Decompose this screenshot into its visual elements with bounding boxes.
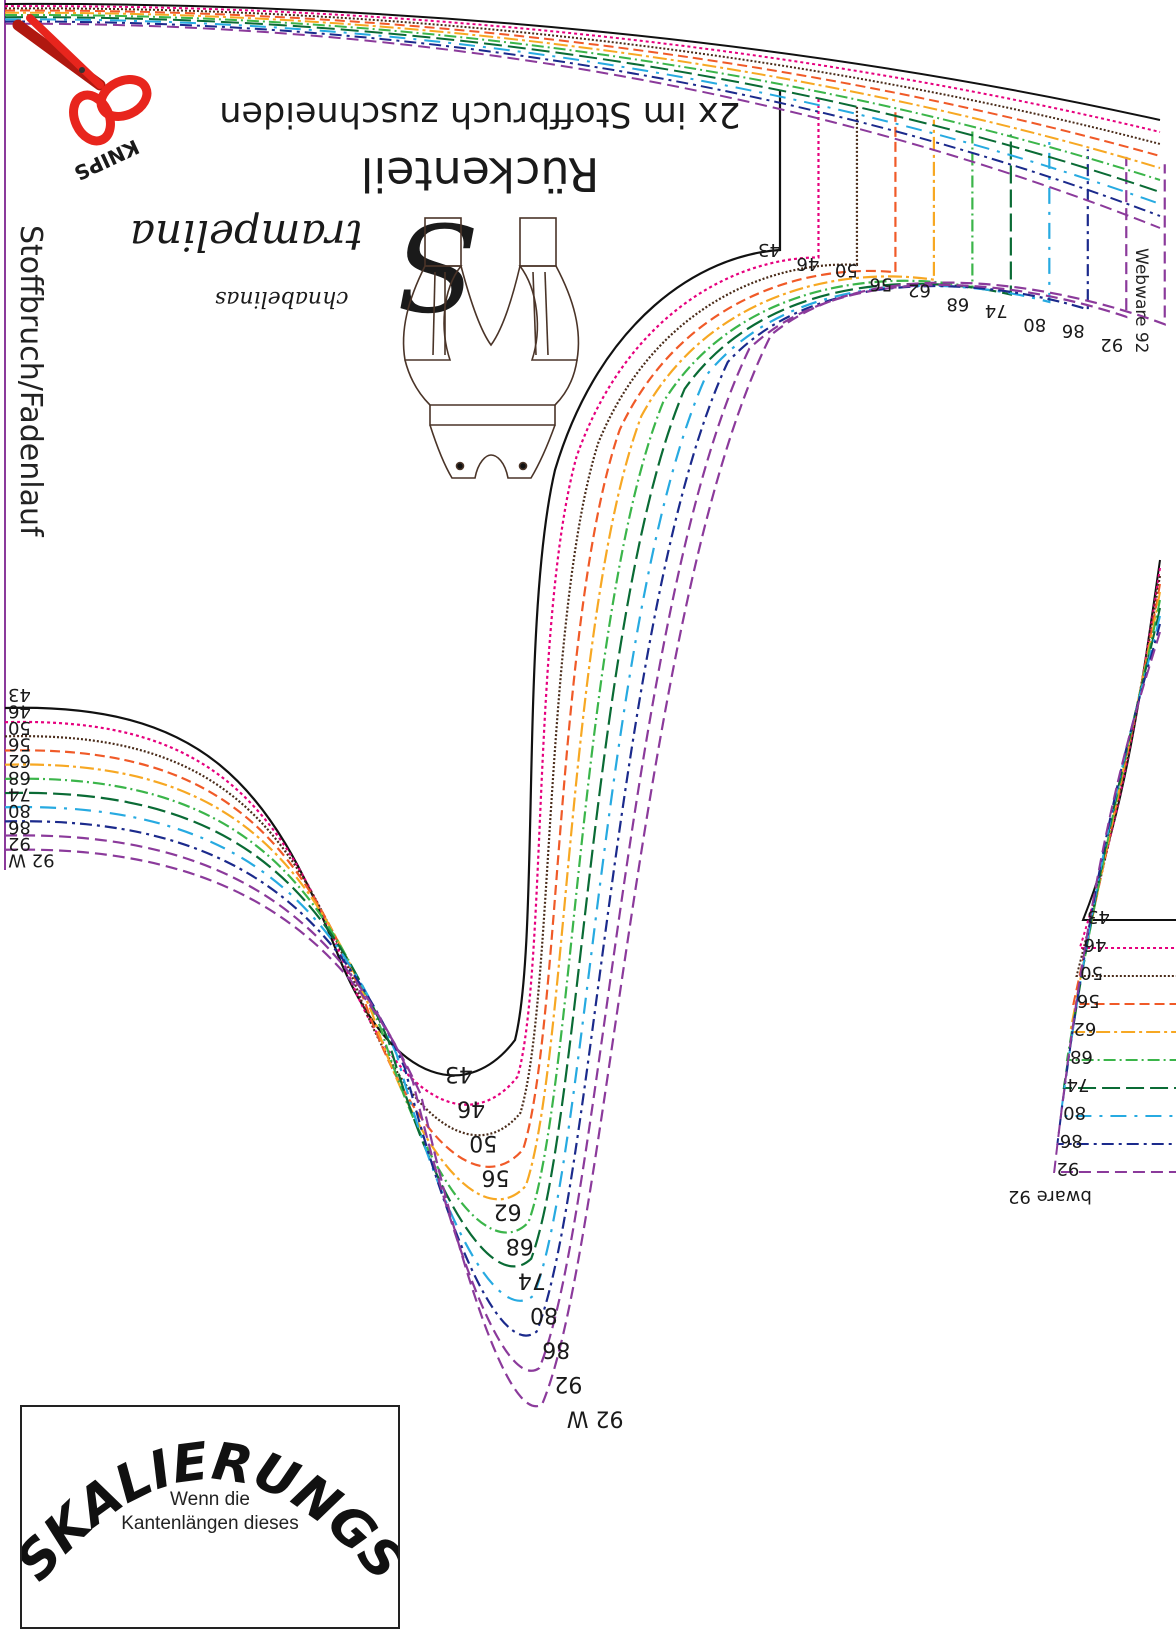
size-contour-92-w <box>4 164 1166 1408</box>
brand-subname: chnabelinas <box>215 286 349 311</box>
shoulder-line <box>4 11 1161 169</box>
left-label-92-w: 92 W <box>8 850 55 871</box>
side-piece-line <box>1062 607 1176 1089</box>
bottom-label-80: 80 <box>530 1302 558 1327</box>
bottom-label-74: 74 <box>518 1268 546 1293</box>
top-label-74: 74 <box>985 300 1008 321</box>
scale-title: SKALIERUNGS <box>22 1432 398 1593</box>
right-label-46: 46 <box>1084 934 1107 955</box>
size-contour-46 <box>4 97 820 1106</box>
shoulder-line <box>4 5 1161 133</box>
scissors-icon <box>12 14 152 146</box>
top-size-labels: 43 46 50 56 62 68 74 80 86 92 <box>758 239 1123 355</box>
bottom-label-62: 62 <box>494 1199 522 1224</box>
top-label-86: 86 <box>1062 320 1085 341</box>
bottom-label-56: 56 <box>481 1164 509 1189</box>
right-label-43: 43 <box>1087 906 1110 927</box>
shoulder-line <box>4 18 1161 205</box>
size-contours <box>4 2 1176 1408</box>
left-label-68: 68 <box>8 767 31 788</box>
size-contour-50 <box>4 104 859 1137</box>
top-label-50: 50 <box>835 259 858 280</box>
brand-logo: S trampelina chnabelinas <box>130 195 477 334</box>
side-piece-line <box>1056 623 1176 1145</box>
right-label-50: 50 <box>1080 962 1103 983</box>
left-label-56: 56 <box>8 734 31 755</box>
left-label-80: 80 <box>8 800 31 821</box>
fold-grain-label: Stoffbruch/Fadenlauf <box>13 225 48 537</box>
right-label-56: 56 <box>1077 990 1100 1011</box>
shoulder-line <box>4 9 1161 157</box>
bottom-label-50: 50 <box>469 1130 497 1155</box>
size-contour-86 <box>4 149 1089 1337</box>
scale-title-arc: SKALIERUNGS <box>22 1432 398 1593</box>
top-label-68: 68 <box>946 294 969 315</box>
right-size-labels: 43 46 50 56 62 68 74 80 86 92 bware 92 <box>1008 906 1110 1207</box>
top-label-56: 56 <box>869 273 892 294</box>
top-label-92: 92 <box>1100 334 1123 355</box>
right-label-86: 86 <box>1060 1130 1083 1151</box>
left-label-46: 46 <box>8 701 31 722</box>
left-label-62: 62 <box>8 750 31 771</box>
right-label-80: 80 <box>1063 1102 1086 1123</box>
size-contour-80 <box>4 141 1051 1302</box>
bottom-label-46: 46 <box>457 1095 485 1120</box>
bottom-size-labels: 43 46 50 56 62 68 74 80 86 92 92 W <box>445 1061 623 1430</box>
garment-sketch-icon <box>402 217 580 479</box>
size-contour-43 <box>4 90 782 1077</box>
side-piece-line <box>1059 615 1176 1117</box>
size-contour-92 <box>4 156 1128 1372</box>
size-contour-68 <box>4 127 974 1234</box>
left-label-50: 50 <box>8 717 31 738</box>
shoulder-line <box>4 16 1161 193</box>
top-label-46: 46 <box>796 253 819 274</box>
size-contour-62 <box>4 119 935 1201</box>
piece-title: Rückenteil <box>361 147 600 201</box>
top-label-62: 62 <box>908 280 931 301</box>
right-label-68: 68 <box>1070 1046 1093 1067</box>
size-contour-74 <box>4 134 1012 1268</box>
scale-line-1: Wenn die <box>170 1489 250 1510</box>
webware-label: Webware 92 <box>1131 248 1151 354</box>
top-label-43: 43 <box>758 239 781 260</box>
scale-line-2: Kantenlängen dieses <box>121 1513 299 1534</box>
brand-name: trampelina <box>130 211 363 260</box>
scale-check-box: SKALIERUNGS Wenn die Kantenlängen dieses <box>20 1405 400 1629</box>
left-label-74: 74 <box>8 783 31 804</box>
bottom-label-92: 92 <box>554 1371 582 1396</box>
svg-text:SKALIERUNGS: SKALIERUNGS <box>22 1432 398 1593</box>
bottom-label-92-w: 92 W <box>567 1405 624 1430</box>
side-piece-line <box>1053 631 1176 1173</box>
left-label-86: 86 <box>8 816 31 837</box>
left-label-43: 43 <box>8 684 31 705</box>
right-label-74: 74 <box>1067 1074 1090 1095</box>
cut-instruction: 2x im Stoffbruch zuschneiden <box>219 94 740 134</box>
left-label-92: 92 <box>8 833 31 854</box>
shoulder-line <box>4 20 1161 217</box>
bottom-label-86: 86 <box>542 1336 570 1361</box>
size-contour-56 <box>4 112 897 1168</box>
right-label-62: 62 <box>1073 1018 1096 1039</box>
right-label-bware-92: bware 92 <box>1008 1186 1092 1207</box>
right-label-92: 92 <box>1056 1158 1079 1179</box>
bottom-label-68: 68 <box>506 1233 534 1258</box>
shoulder-line <box>4 2 1161 121</box>
top-label-80: 80 <box>1023 314 1046 335</box>
bottom-label-43: 43 <box>445 1061 473 1086</box>
